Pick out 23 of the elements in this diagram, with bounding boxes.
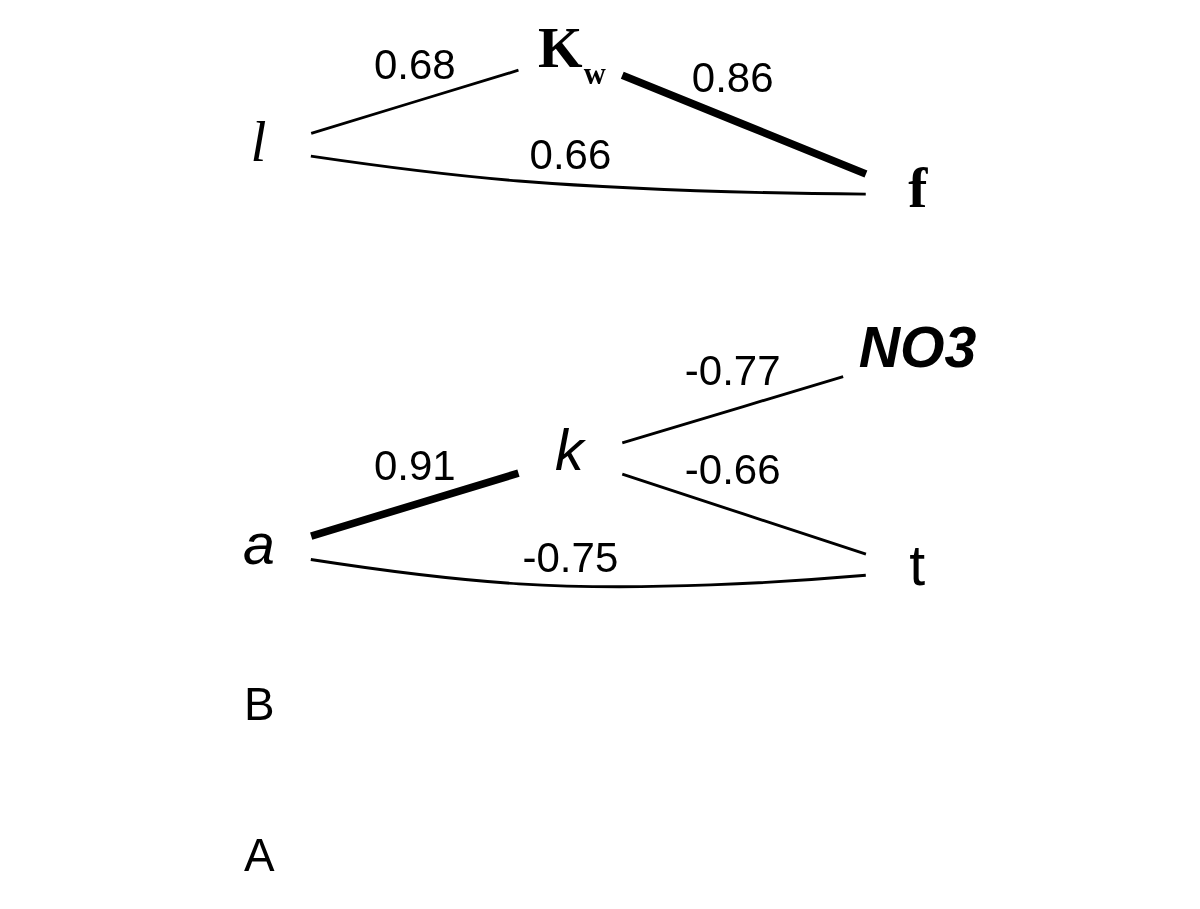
edge-label: 0.86 xyxy=(691,54,774,102)
edge-label: 0.66 xyxy=(529,130,612,178)
connector xyxy=(621,375,844,445)
connector xyxy=(620,71,868,178)
node-text: K$_{w}$ xyxy=(537,16,606,92)
connector xyxy=(310,558,866,589)
connector xyxy=(310,469,520,540)
connector xyxy=(310,154,866,196)
edge-label: -0.66 xyxy=(684,445,781,493)
node-text: l xyxy=(250,109,267,173)
edge-label: -0.77 xyxy=(684,346,781,394)
node-text: a xyxy=(242,511,275,576)
connector xyxy=(621,472,867,556)
node-text: k xyxy=(555,418,584,483)
edge-label: -0.75 xyxy=(522,533,619,581)
label: B xyxy=(243,678,275,730)
edge-label: 0.68 xyxy=(373,41,456,89)
node-text: f xyxy=(908,155,928,219)
node-text: t xyxy=(909,532,926,597)
edge-label: 0.91 xyxy=(373,441,456,489)
connector xyxy=(310,68,519,135)
node-text: NO3 xyxy=(858,315,977,380)
label: A xyxy=(243,829,275,881)
